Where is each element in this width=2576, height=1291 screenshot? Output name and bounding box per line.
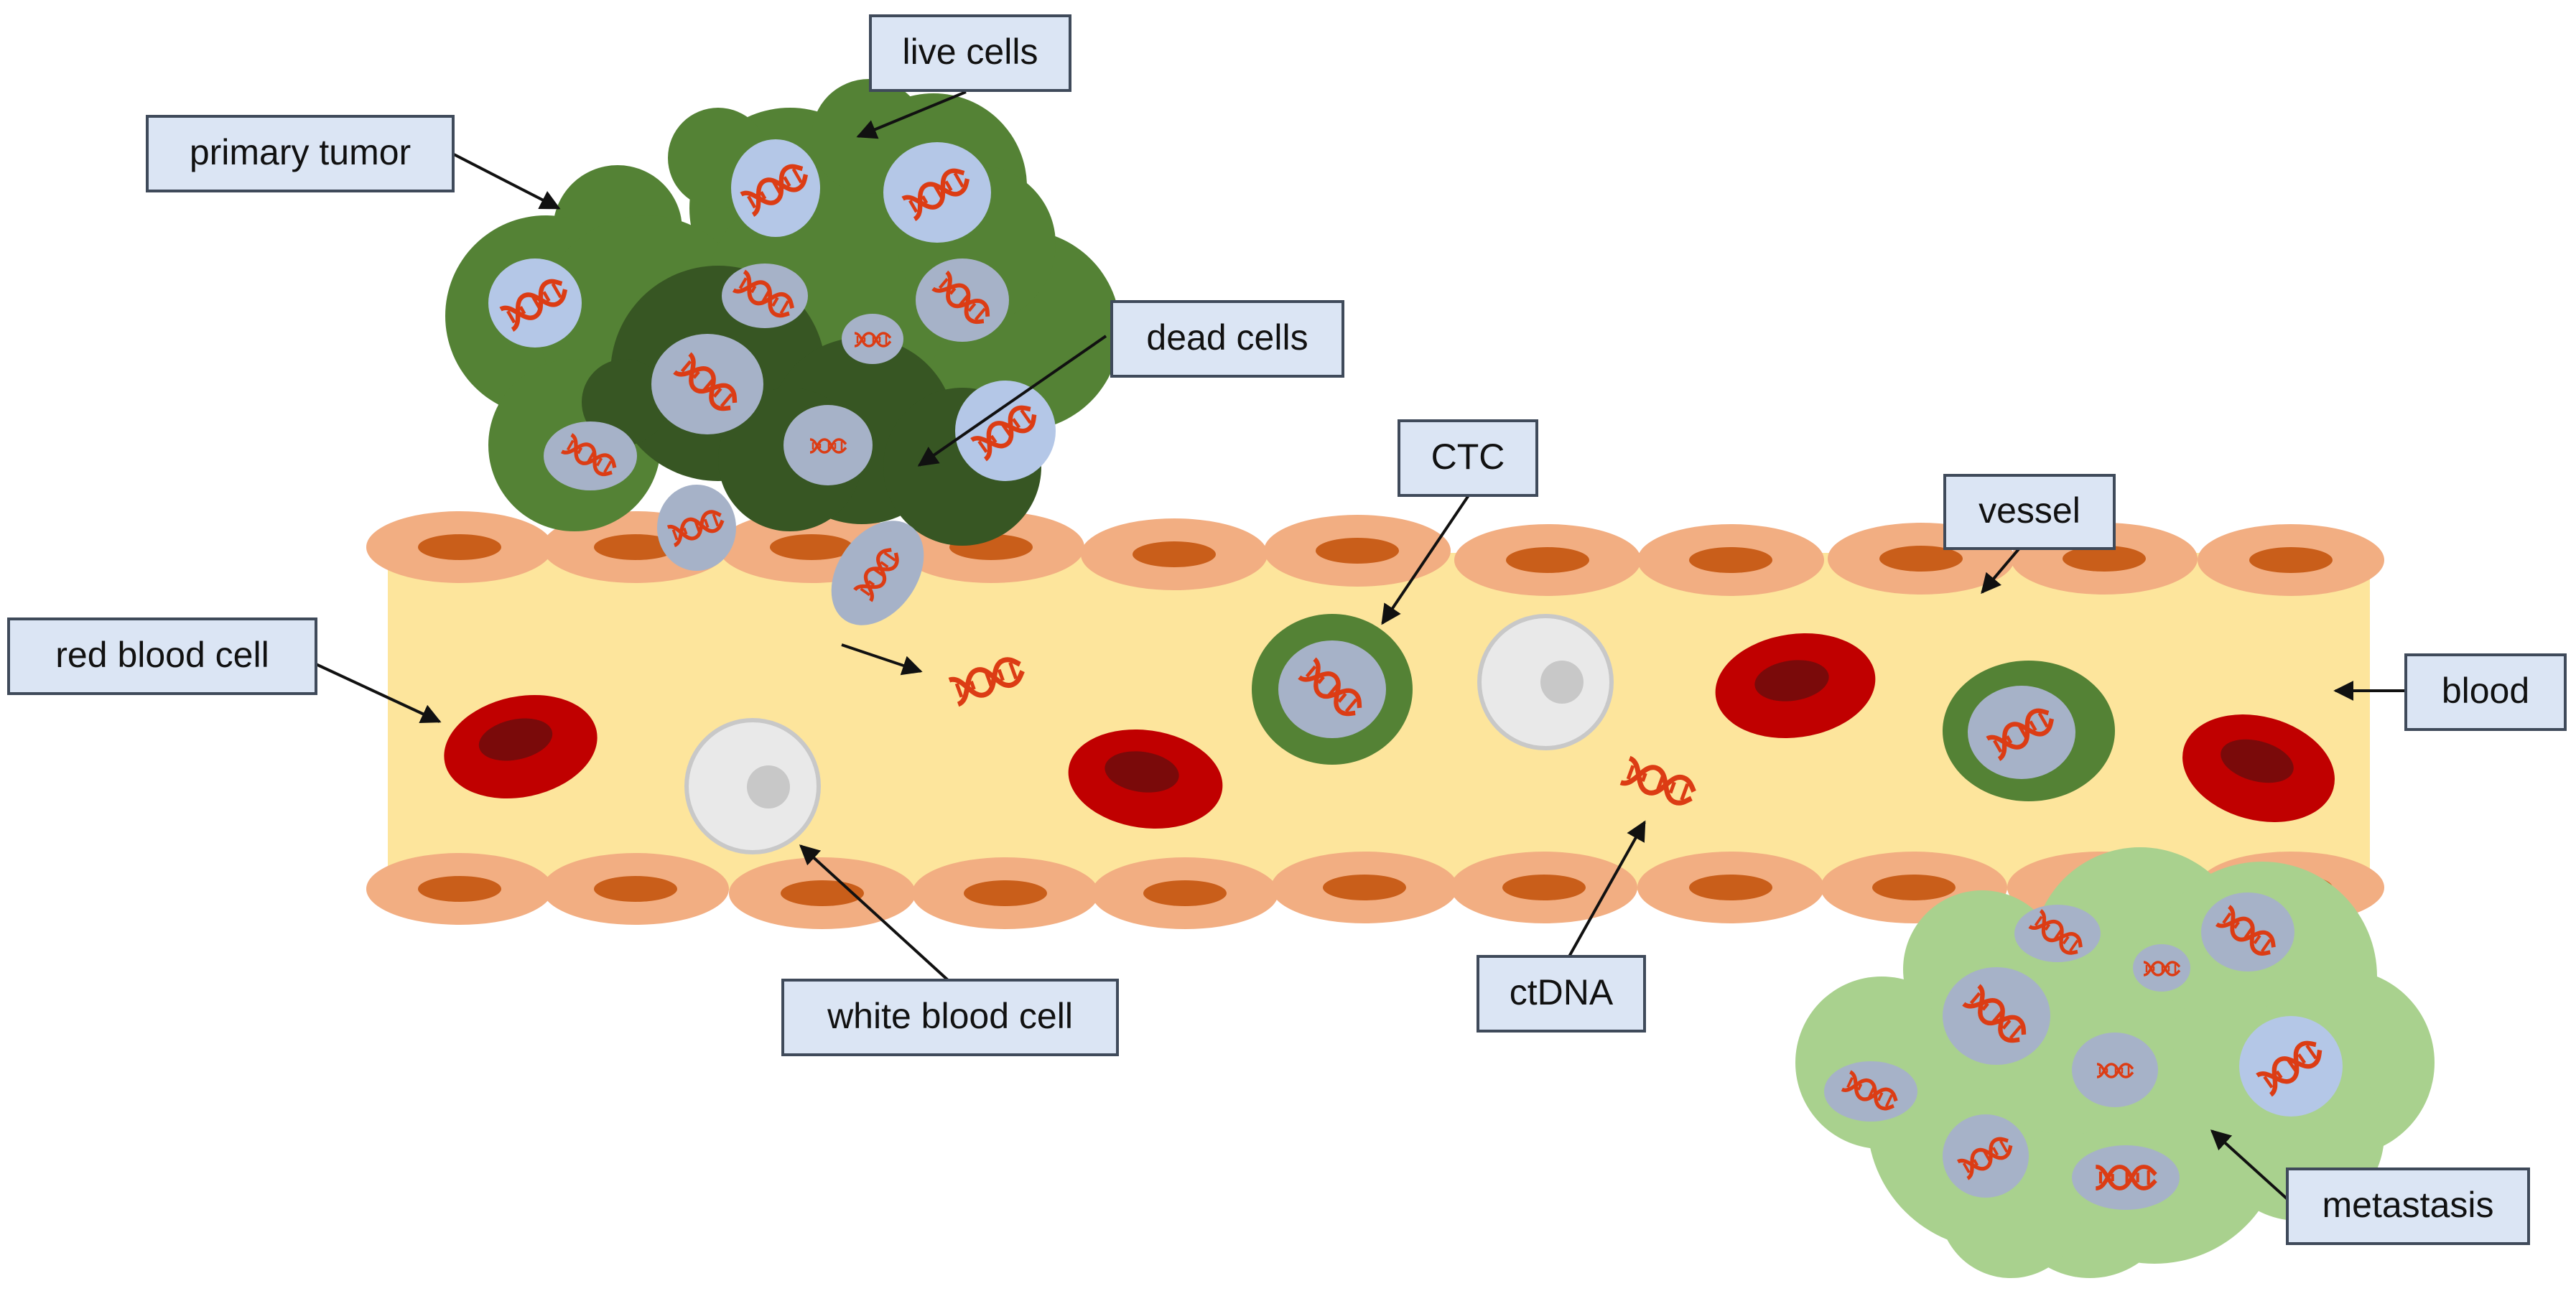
label-text: CTC [1431, 437, 1505, 477]
arrow [856, 90, 967, 139]
label-metastasis: metastasis [2286, 1168, 2530, 1245]
arrow [453, 153, 561, 210]
red-blood-cell [444, 694, 597, 799]
white-blood-cell [1477, 614, 1614, 750]
arrow [917, 335, 1107, 467]
tumor-live-cells [488, 139, 1056, 481]
label-text: dead cells [1146, 317, 1308, 358]
label-red-blood-cell: red blood cell [7, 617, 317, 695]
label-primary-tumor: primary tumor [146, 115, 455, 192]
label-text: ctDNA [1510, 972, 1614, 1012]
label-text: red blood cell [55, 635, 269, 675]
arrows [315, 90, 2406, 1201]
metastasis-mass [1795, 847, 2435, 1278]
arrow [841, 643, 923, 676]
top-wall-nuclei [418, 534, 2333, 573]
label-ctc: CTC [1398, 419, 1538, 497]
label-text: metastasis [2322, 1185, 2494, 1225]
arrow [1381, 494, 1470, 625]
label-text: vessel [1979, 490, 2080, 531]
label-text: primary tumor [190, 132, 411, 172]
arrow [1568, 820, 1646, 957]
label-text: white blood cell [827, 996, 1073, 1036]
label-vessel: vessel [1943, 474, 2116, 550]
label-dead-cells: dead cells [1110, 300, 1344, 378]
label-blood: blood [2404, 653, 2567, 731]
circulating-tumor-cell [1252, 614, 1413, 765]
label-live-cells: live cells [869, 14, 1071, 92]
primary-tumor [445, 79, 1120, 625]
circulating-tumor-cell [1943, 661, 2115, 801]
arrow [1981, 544, 2023, 595]
label-white-blood-cell: white blood cell [781, 979, 1119, 1056]
arrow [315, 663, 442, 724]
metastasis-cells [1824, 892, 2343, 1210]
red-blood-cell [1068, 730, 1223, 829]
arrow [2210, 1129, 2289, 1201]
red-blood-cell [2182, 714, 2335, 822]
tumor-dead-cells [544, 334, 924, 625]
blood-components [444, 614, 2335, 854]
label-text: live cells [903, 32, 1038, 72]
arrow [799, 844, 949, 982]
red-blood-cell [1715, 633, 1876, 738]
label-text: blood [2442, 671, 2529, 711]
label-ctdna: ctDNA [1477, 955, 1646, 1033]
labels: live cells primary tumor dead cells CTC … [7, 14, 2567, 1245]
white-blood-cell [684, 718, 821, 854]
